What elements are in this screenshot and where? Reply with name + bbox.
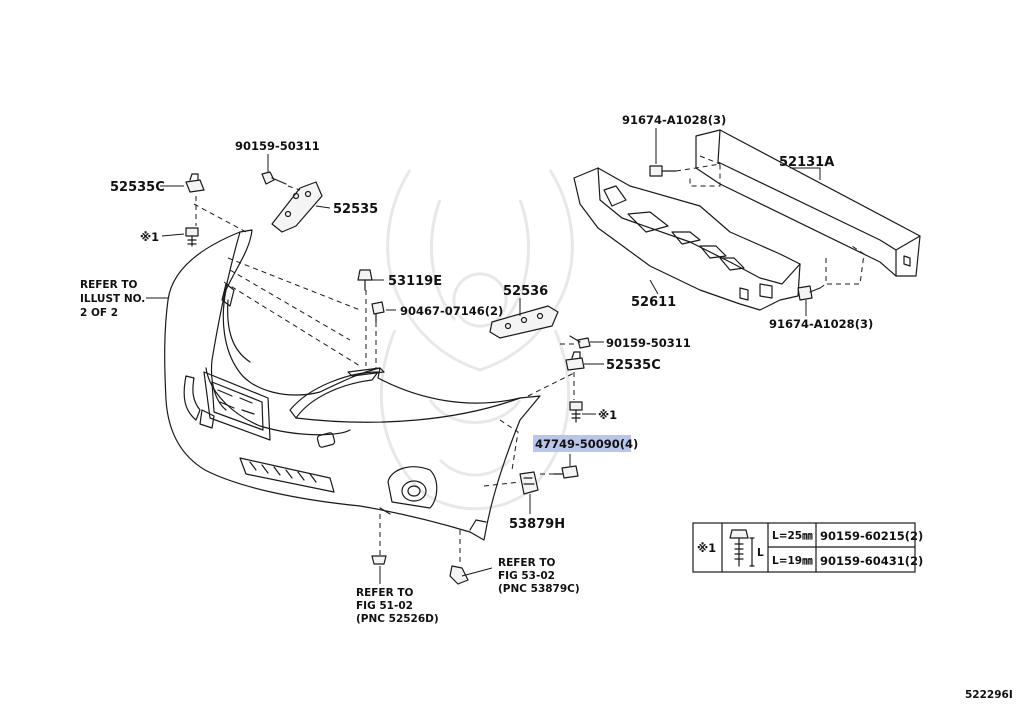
highlight-47749-50090 bbox=[533, 435, 631, 452]
retainer-53879H bbox=[519, 471, 539, 495]
clip-52535C-right bbox=[565, 351, 585, 371]
clip-47749-50090 bbox=[553, 465, 579, 479]
bolt-91674-top bbox=[649, 165, 677, 177]
label-91674-bottom: 91674-A1028(3) bbox=[769, 317, 873, 331]
label-note1-left: ※1 bbox=[140, 230, 159, 244]
table-dimension-label: L bbox=[757, 547, 764, 559]
label-refer-illust-line2: ILLUST NO. bbox=[80, 293, 145, 305]
table-row2-length: L=19㎜ bbox=[772, 555, 813, 567]
label-91674-top: 91674-A1028(3) bbox=[622, 113, 726, 127]
label-refer-illust-line1: REFER TO bbox=[80, 279, 138, 291]
label-47749-50090[interactable]: 47749-50090(4) bbox=[535, 437, 638, 451]
table-row1-length: L=25㎜ bbox=[772, 530, 813, 542]
label-90159-50311-mid: 90159-50311 bbox=[606, 336, 691, 350]
label-52535C-right: 52535C bbox=[606, 358, 661, 373]
note-table: ※1 L L=25㎜ 90159-60215(2) L=19㎜ 90159-60… bbox=[692, 522, 923, 573]
label-52536: 52536 bbox=[503, 284, 548, 299]
label-90467-07146: 90467-07146(2) bbox=[400, 304, 503, 318]
label-90159-50311-top: 90159-50311 bbox=[235, 139, 320, 153]
label-refer-fig51-line2: FIG 51-02 bbox=[356, 600, 413, 612]
reinforcement-52131A bbox=[695, 129, 921, 277]
bolt-91674-bottom bbox=[797, 285, 821, 301]
bracket-52535 bbox=[271, 181, 323, 233]
label-52131A: 52131A bbox=[779, 155, 834, 170]
label-refer-fig53-line2: FIG 53-02 bbox=[498, 570, 555, 582]
watermark-emblem bbox=[379, 169, 574, 511]
assembly-lines bbox=[193, 155, 865, 564]
bracket-52536 bbox=[489, 305, 559, 339]
leader-lines bbox=[146, 128, 821, 584]
absorber-52611 bbox=[573, 167, 801, 311]
clip-52535C-left bbox=[185, 173, 205, 193]
table-row1-part[interactable]: 90159-60215(2) bbox=[820, 529, 923, 543]
table-note-mark: ※1 bbox=[697, 541, 716, 555]
table-row2-part[interactable]: 90159-60431(2) bbox=[820, 554, 923, 568]
label-refer-fig51-line3: (PNC 52526D) bbox=[356, 613, 439, 625]
label-refer-fig53-line3: (PNC 53879C) bbox=[498, 583, 580, 595]
clip-90467-07146 bbox=[371, 301, 385, 323]
clip-53119E bbox=[357, 269, 373, 291]
bolt-90159-50311-mid bbox=[569, 335, 591, 349]
label-52535: 52535 bbox=[333, 202, 378, 217]
label-note1-right: ※1 bbox=[598, 408, 617, 422]
label-53119E: 53119E bbox=[388, 274, 442, 289]
label-52611: 52611 bbox=[631, 295, 676, 310]
figure-code: 522296I bbox=[965, 689, 1013, 701]
screw-icon bbox=[729, 529, 755, 567]
bolt-90159-50311-top bbox=[261, 171, 287, 185]
label-refer-fig51-line1: REFER TO bbox=[356, 587, 414, 599]
screw-note1-right bbox=[569, 401, 583, 423]
label-refer-fig53-line1: REFER TO bbox=[498, 557, 556, 569]
label-52535C-left: 52535C bbox=[110, 180, 165, 195]
screw-note1-left bbox=[185, 227, 199, 247]
clip-52526D bbox=[371, 555, 387, 565]
bumper-cover bbox=[164, 229, 541, 541]
clip-53879C bbox=[449, 565, 469, 585]
label-refer-illust-line3: 2 OF 2 bbox=[80, 307, 118, 319]
label-53879H: 53879H bbox=[509, 517, 565, 532]
